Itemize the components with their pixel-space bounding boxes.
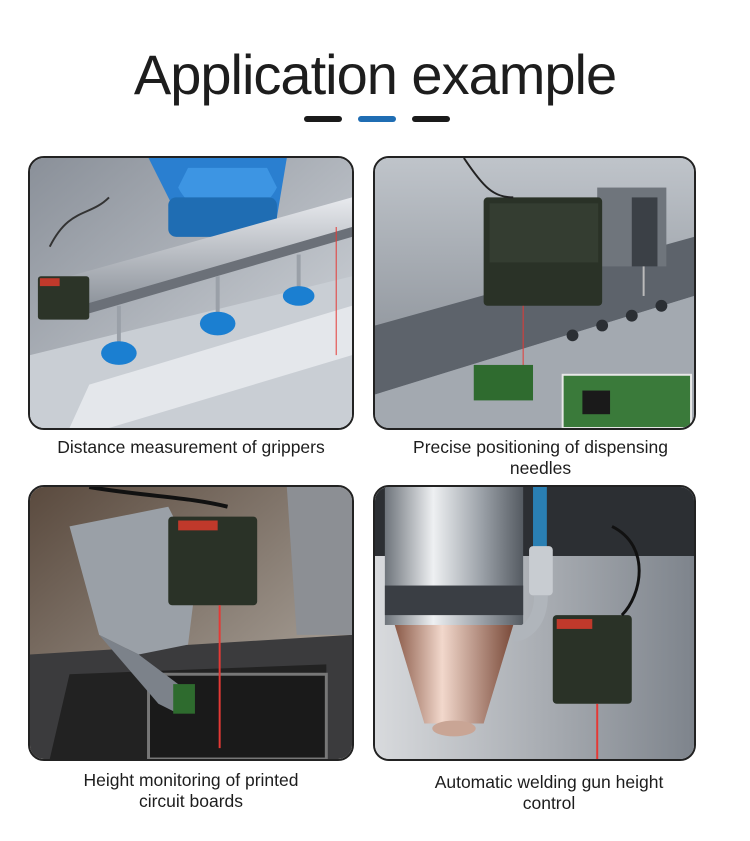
caption-welding: Automatic welding gun height control bbox=[434, 772, 664, 813]
page-title: Application example bbox=[133, 43, 617, 106]
welding-gun-image bbox=[373, 485, 696, 761]
pcb-height-monitoring-image bbox=[28, 485, 354, 761]
title-dash-right bbox=[412, 116, 450, 122]
robot-gripper-image bbox=[28, 156, 354, 430]
caption-gripper: Distance measurement of grippers bbox=[57, 437, 325, 457]
title-dash-left bbox=[304, 116, 342, 122]
caption-dispensing: Precise positioning of dispensing needle… bbox=[413, 437, 668, 478]
dispensing-needle-image bbox=[373, 156, 696, 430]
caption-pcb: Height monitoring of printed circuit boa… bbox=[83, 770, 299, 811]
title-dash-center bbox=[358, 116, 396, 122]
